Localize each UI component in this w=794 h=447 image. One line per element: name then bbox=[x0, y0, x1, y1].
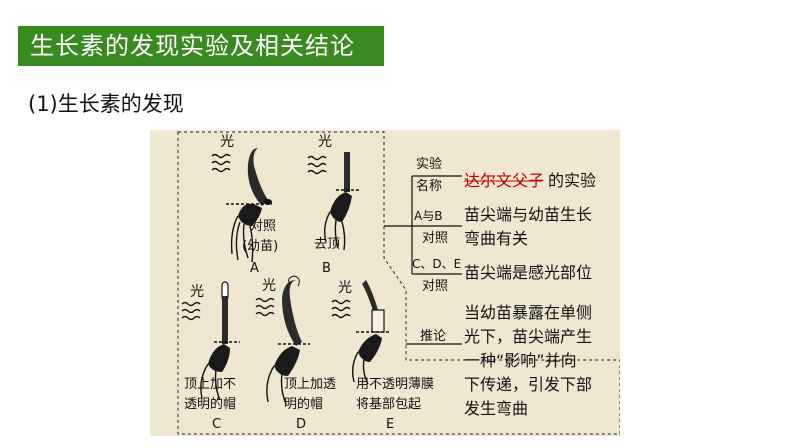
inference-line-3: 一种“影响”并向 bbox=[464, 351, 577, 370]
figure-panel: 光 对照 (幼苗) A 光 去顶 B 光 顶上加不 bbox=[150, 130, 621, 436]
light-label-c: 光 bbox=[190, 284, 204, 300]
conclusion-cde: 苗尖端是感光部位 bbox=[464, 263, 592, 282]
row-inference: 推论 当幼苗暴露在单侧 光下，苗尖端产生 一种“影响”并向 下传递，引发下部 发… bbox=[420, 303, 592, 418]
seedling-a: 光 对照 (幼苗) A bbox=[211, 134, 278, 276]
caption-b-1: 去顶 bbox=[314, 237, 340, 252]
conclusion-ab-2: 弯曲有关 bbox=[464, 229, 528, 248]
label-inference: 推论 bbox=[420, 329, 446, 344]
row-cde-comparison: C、D、E 对照 苗尖端是感光部位 bbox=[412, 257, 592, 294]
light-label-b: 光 bbox=[318, 134, 332, 150]
conclusion-ab-1: 苗尖端与幼苗生长 bbox=[464, 205, 592, 224]
label-control-cde: 对照 bbox=[422, 279, 448, 294]
dashed-frame bbox=[177, 131, 621, 435]
summary-bracket bbox=[384, 175, 462, 345]
caption-d-2: 明的帽 bbox=[284, 396, 323, 412]
caption-e-2: 将基部包起 bbox=[356, 397, 421, 412]
caption-a-2: (幼苗) bbox=[242, 239, 278, 254]
letter-b: B bbox=[322, 261, 331, 276]
letter-a: A bbox=[250, 261, 259, 276]
caption-a-1: 对照 bbox=[250, 219, 276, 234]
label-cde: C、D、E bbox=[412, 257, 461, 271]
label-name: 名称 bbox=[416, 178, 442, 194]
section-title-bar: 生长素的发现实验及相关结论 bbox=[18, 26, 384, 66]
caption-d-1: 顶上加透 bbox=[284, 377, 336, 392]
light-waves-e-icon bbox=[331, 299, 351, 319]
letter-d: D bbox=[296, 417, 306, 432]
row-ab-comparison: A与B 对照 苗尖端与幼苗生长 弯曲有关 bbox=[414, 205, 592, 248]
caption-e-1: 用不透明薄膜 bbox=[356, 377, 434, 392]
light-waves-d-icon bbox=[255, 297, 275, 317]
light-label-d: 光 bbox=[262, 278, 276, 294]
letter-c: C bbox=[212, 417, 221, 432]
caption-c-2: 透明的帽 bbox=[184, 396, 236, 412]
row-experiment-name: 实验 名称 达尔文父子 的实验 bbox=[416, 156, 596, 194]
light-waves-b-icon bbox=[307, 155, 327, 175]
experiment-suffix: 的实验 bbox=[548, 171, 596, 190]
light-label-e: 光 bbox=[338, 280, 352, 296]
opaque-film bbox=[371, 309, 385, 333]
light-label-a: 光 bbox=[220, 134, 234, 150]
experiment-diagram: 光 对照 (幼苗) A 光 去顶 B 光 顶上加不 bbox=[177, 131, 621, 435]
inference-line-5: 发生弯曲 bbox=[464, 399, 528, 418]
inference-line-4: 下传递，引发下部 bbox=[464, 375, 592, 394]
label-control-ab: 对照 bbox=[422, 231, 448, 246]
seedling-b: 光 去顶 B bbox=[307, 134, 360, 276]
light-waves-a-icon bbox=[211, 153, 231, 173]
light-waves-c-icon bbox=[181, 301, 201, 321]
seedling-d: 光 顶上加透 明的帽 D bbox=[255, 275, 336, 432]
page-title: 生长素的发现实验及相关结论 bbox=[30, 32, 355, 60]
section-heading: (1)生长素的发现 bbox=[28, 92, 184, 116]
seedling-e: 光 用不透明薄膜 将基部包起 E bbox=[331, 280, 434, 432]
inference-line-1: 当幼苗暴露在单侧 bbox=[464, 303, 592, 322]
label-ab: A与B bbox=[414, 209, 442, 223]
seedling-c: 光 顶上加不 透明的帽 C bbox=[181, 281, 240, 432]
inference-line-2: 光下，苗尖端产生 bbox=[464, 327, 592, 346]
label-experiment: 实验 bbox=[416, 156, 442, 172]
caption-c-1: 顶上加不 bbox=[184, 377, 236, 392]
letter-e: E bbox=[386, 417, 394, 432]
